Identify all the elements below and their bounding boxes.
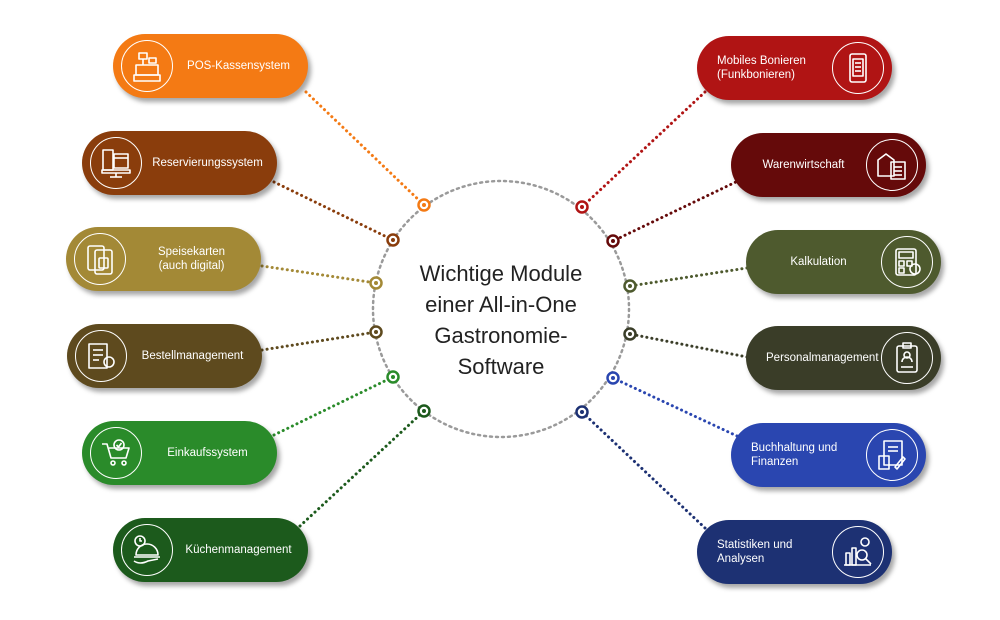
connector-line <box>260 330 378 352</box>
connector-node-dot <box>611 376 615 380</box>
connector-node-dot <box>628 332 632 336</box>
diagram-title: Wichtige Module einer All-in-One Gastron… <box>381 258 621 382</box>
module-label: Reservierungssystem <box>152 157 263 169</box>
module-label: POS-Kassensystem <box>187 60 290 72</box>
accounting-document-icon <box>866 429 918 481</box>
module-pill: Mobiles Bonieren (Funkbonieren) <box>697 36 892 100</box>
reservation-calendar-icon <box>90 137 142 189</box>
cloche-clock-icon <box>121 524 173 576</box>
menu-cards-icon <box>74 233 126 285</box>
connector-line <box>260 264 378 285</box>
connector-line <box>580 90 707 209</box>
module-pill: Warenwirtschaft <box>731 133 926 197</box>
module-label: Buchhaltung und Finanzen <box>751 442 838 468</box>
connector-node-dot <box>611 239 615 243</box>
connector-node-dot <box>580 410 584 414</box>
connector-node-dot <box>422 409 426 413</box>
module-label: Statistiken und Analysen <box>717 539 793 565</box>
mobile-receipt-icon <box>832 42 884 94</box>
module-pill: POS-Kassensystem <box>113 34 308 98</box>
module-label: Warenwirtschaft <box>762 159 845 171</box>
analytics-magnifier-icon <box>832 526 884 578</box>
module-label: Personalmanagement <box>766 352 879 364</box>
connector-line <box>298 409 426 528</box>
module-pill: Statistiken und Analysen <box>697 520 892 584</box>
connector-line <box>611 178 742 243</box>
shopping-cart-icon <box>90 427 142 479</box>
connector-line <box>580 410 707 530</box>
connector-line <box>611 376 739 438</box>
connector-line <box>304 90 426 207</box>
module-label: Kalkulation <box>790 256 847 268</box>
connector-node-dot <box>374 330 378 334</box>
module-pill: Bestellmanagement <box>67 324 262 388</box>
module-label: Speisekarten (auch digital) <box>157 246 226 272</box>
connector-node-dot <box>391 375 395 379</box>
cash-register-icon <box>121 40 173 92</box>
connector-line <box>272 180 395 242</box>
connector-line <box>628 266 749 288</box>
title-line: Gastronomie- <box>434 323 568 348</box>
order-clipboard-gear-icon <box>75 330 127 382</box>
module-pill: Speisekarten (auch digital) <box>66 227 261 291</box>
central-circle <box>371 179 631 439</box>
calculator-icon <box>881 236 933 288</box>
connector-node-dot <box>628 284 632 288</box>
module-pill: Einkaufssystem <box>82 421 277 485</box>
connector-node-dot <box>391 238 395 242</box>
module-label: Einkaufssystem <box>167 447 248 459</box>
module-pill: Reservierungssystem <box>82 131 277 195</box>
connector-node-dot <box>374 281 378 285</box>
module-pill: Buchhaltung und Finanzen <box>731 423 926 487</box>
connector-line <box>272 375 395 437</box>
module-pill: Personalmanagement <box>746 326 941 390</box>
staff-badge-icon <box>881 332 933 384</box>
connector-node-dot <box>580 205 584 209</box>
connector-node-dot <box>422 203 426 207</box>
module-label: Mobiles Bonieren (Funkbonieren) <box>717 55 806 81</box>
module-label: Bestellmanagement <box>141 350 244 362</box>
connector-line <box>628 332 749 359</box>
title-line: einer All-in-One <box>425 292 577 317</box>
module-pill: Küchenmanagement <box>113 518 308 582</box>
module-pill: Kalkulation <box>746 230 941 294</box>
module-label: Küchenmanagement <box>185 544 292 556</box>
title-line: Software <box>457 354 545 379</box>
title-line: Wichtige Module <box>419 261 583 286</box>
warehouse-checklist-icon <box>866 139 918 191</box>
